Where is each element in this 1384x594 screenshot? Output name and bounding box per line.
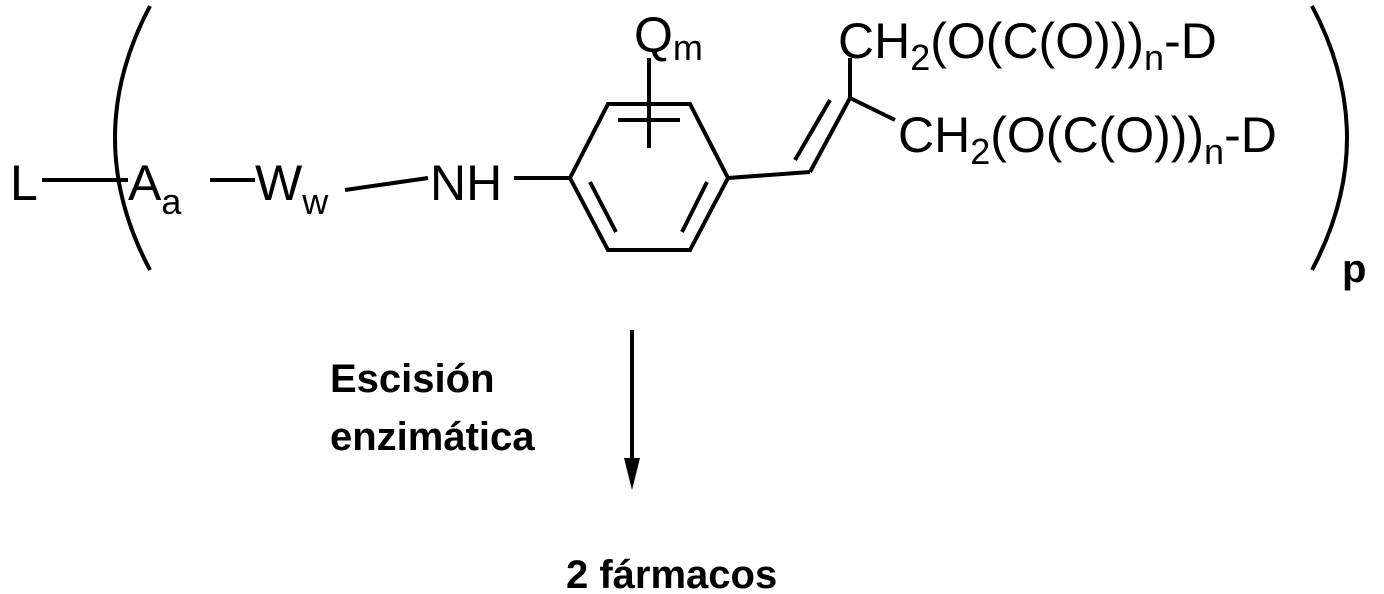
ring-vinyl-bond — [728, 172, 810, 178]
w-group-label: Ww — [255, 155, 329, 222]
a-group-label: Aa — [128, 155, 182, 222]
q-group-main: Q — [634, 7, 673, 63]
top-chain-label: CH2(O(C(O)))n-D — [838, 13, 1217, 78]
q-group-subscript: m — [673, 27, 703, 68]
l-group-label: L — [10, 155, 38, 211]
a-group-main: A — [128, 155, 162, 211]
reaction-arrow-head — [624, 458, 640, 490]
condition-line-2: enzimática — [330, 415, 535, 459]
vinyl-bottom-bond — [850, 98, 895, 120]
w-group-main: W — [255, 155, 303, 211]
a-group-subscript: a — [161, 181, 182, 222]
product-label: 2 fármacos — [566, 553, 777, 594]
left-bracket — [115, 6, 150, 270]
q-group-label: Qm — [634, 7, 703, 68]
vinyl-double-bond-inner — [795, 100, 830, 160]
w-nh-bond — [345, 178, 428, 190]
right-bracket — [1312, 6, 1347, 270]
nh-group-label: NH — [430, 155, 502, 211]
w-group-subscript: w — [301, 181, 329, 222]
bottom-chain-label: CH2(O(C(O)))n-D — [898, 107, 1277, 172]
repeat-index-label: p — [1342, 247, 1366, 291]
condition-line-1: Escisión — [330, 357, 495, 401]
vinyl-double-bond — [810, 98, 850, 172]
